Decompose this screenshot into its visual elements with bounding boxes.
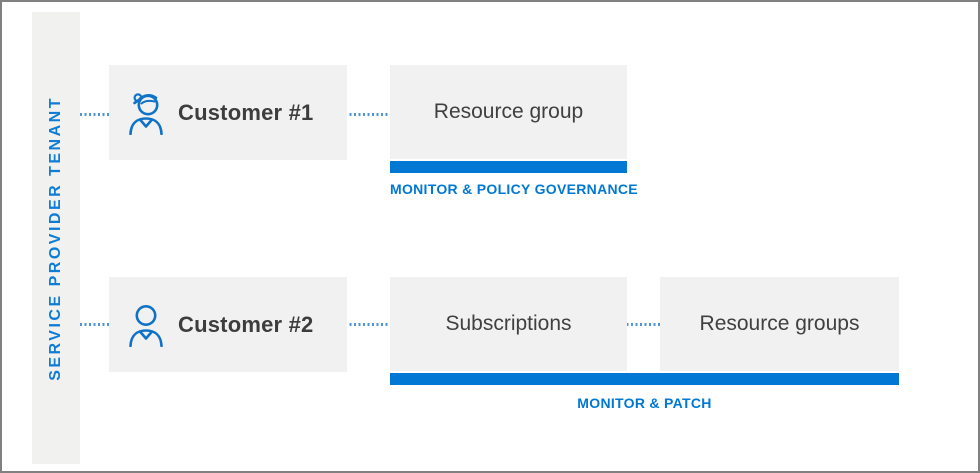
monitor-patch-label: MONITOR & PATCH — [577, 395, 712, 411]
customer-2-box: Customer #2 — [109, 277, 347, 372]
resource-groups-box: Resource groups — [660, 277, 899, 371]
customer-2-label: Customer #2 — [178, 311, 314, 337]
resource-group-box: Resource group — [390, 65, 627, 159]
customer-1-label: Customer #1 — [178, 99, 314, 125]
service-provider-tenant-label: SERVICE PROVIDER TENANT — [47, 95, 64, 381]
connector-subscriptions-to-resource-groups — [622, 323, 664, 326]
connector-customer2-to-subscriptions — [345, 323, 392, 326]
person-cap-icon — [127, 91, 165, 135]
connector-tenant-to-customer1 — [80, 113, 110, 116]
governance-scope-bar-1 — [390, 161, 627, 173]
governance-scope-bar-2 — [390, 373, 899, 385]
connector-customer1-to-resource-group — [345, 113, 392, 116]
connector-tenant-to-customer2 — [80, 323, 110, 326]
resource-groups-label: Resource groups — [699, 312, 860, 335]
resource-group-label: Resource group — [433, 100, 584, 123]
subscriptions-box: Subscriptions — [390, 277, 627, 371]
service-provider-tenant-bar: SERVICE PROVIDER TENANT — [32, 12, 80, 464]
customer-1-box: Customer #1 — [109, 65, 347, 160]
person-icon — [127, 303, 165, 347]
subscriptions-label: Subscriptions — [445, 312, 572, 335]
monitor-policy-governance-label: MONITOR & POLICY GOVERNANCE — [390, 181, 638, 197]
